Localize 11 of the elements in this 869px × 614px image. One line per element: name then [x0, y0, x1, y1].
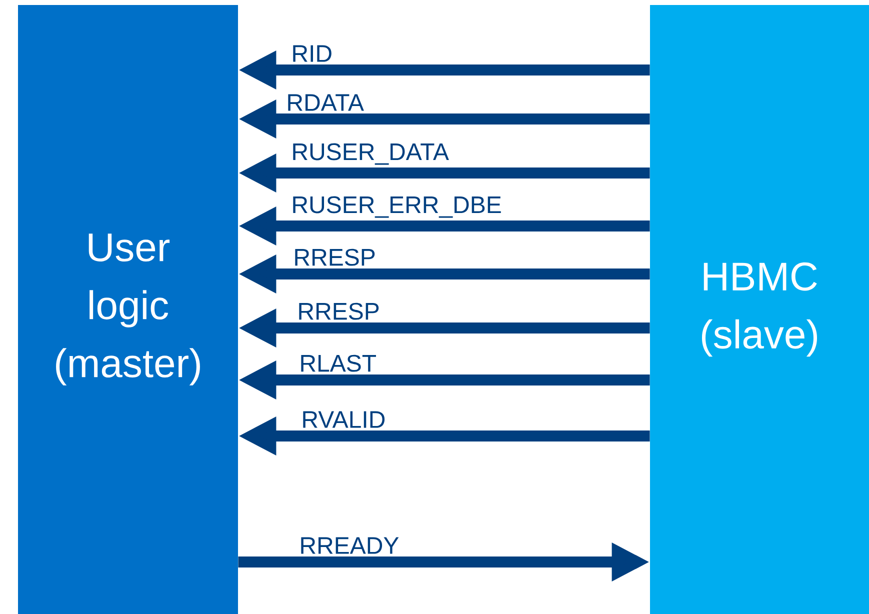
signal-label: RUSER_ERR_DBE [293, 196, 501, 218]
signal-label: RREADY [301, 537, 399, 554]
block-box: HBMC (slave) [650, 5, 869, 614]
signal-label: RLAST [301, 354, 376, 372]
signal-label: RID [293, 45, 332, 62]
signal-label: RRESP [295, 248, 375, 266]
signal-label: RUSER_DATA [293, 143, 449, 165]
block-box: User logic (master) [18, 5, 238, 614]
signal-label: RDATA [288, 94, 364, 111]
signal-label: RRESP [299, 302, 379, 320]
signal-label: RVALID [303, 411, 385, 428]
